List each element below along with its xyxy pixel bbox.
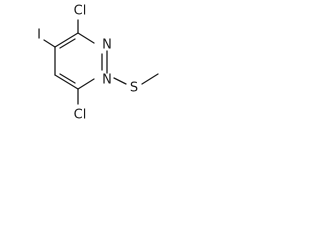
bond-c6-n1	[54, 74, 79, 90]
bond-c5-i	[43, 39, 56, 48]
atom-iodine: I	[37, 28, 41, 43]
molecule-drawing: Cl I N N S Cl	[37, 4, 159, 123]
bond-c4-c5	[54, 32, 79, 48]
bond-c2-s	[113, 77, 127, 85]
atom-sulfur: S	[130, 81, 138, 96]
atom-chlorine-top: Cl	[74, 4, 87, 19]
structure-diagram: Cl I N N S Cl	[0, 0, 192, 138]
bond-c-n1	[77, 78, 95, 90]
bond-c4-n3	[77, 32, 95, 44]
atom-nitrogen-3: N	[102, 38, 112, 53]
bond-s-methyl	[141, 73, 159, 85]
atom-chlorine-bottom: Cl	[74, 108, 87, 123]
bond-c4-c5-double	[59, 38, 76, 49]
atom-nitrogen-1: N	[102, 73, 112, 88]
bond-c6-n1-double	[59, 73, 76, 84]
